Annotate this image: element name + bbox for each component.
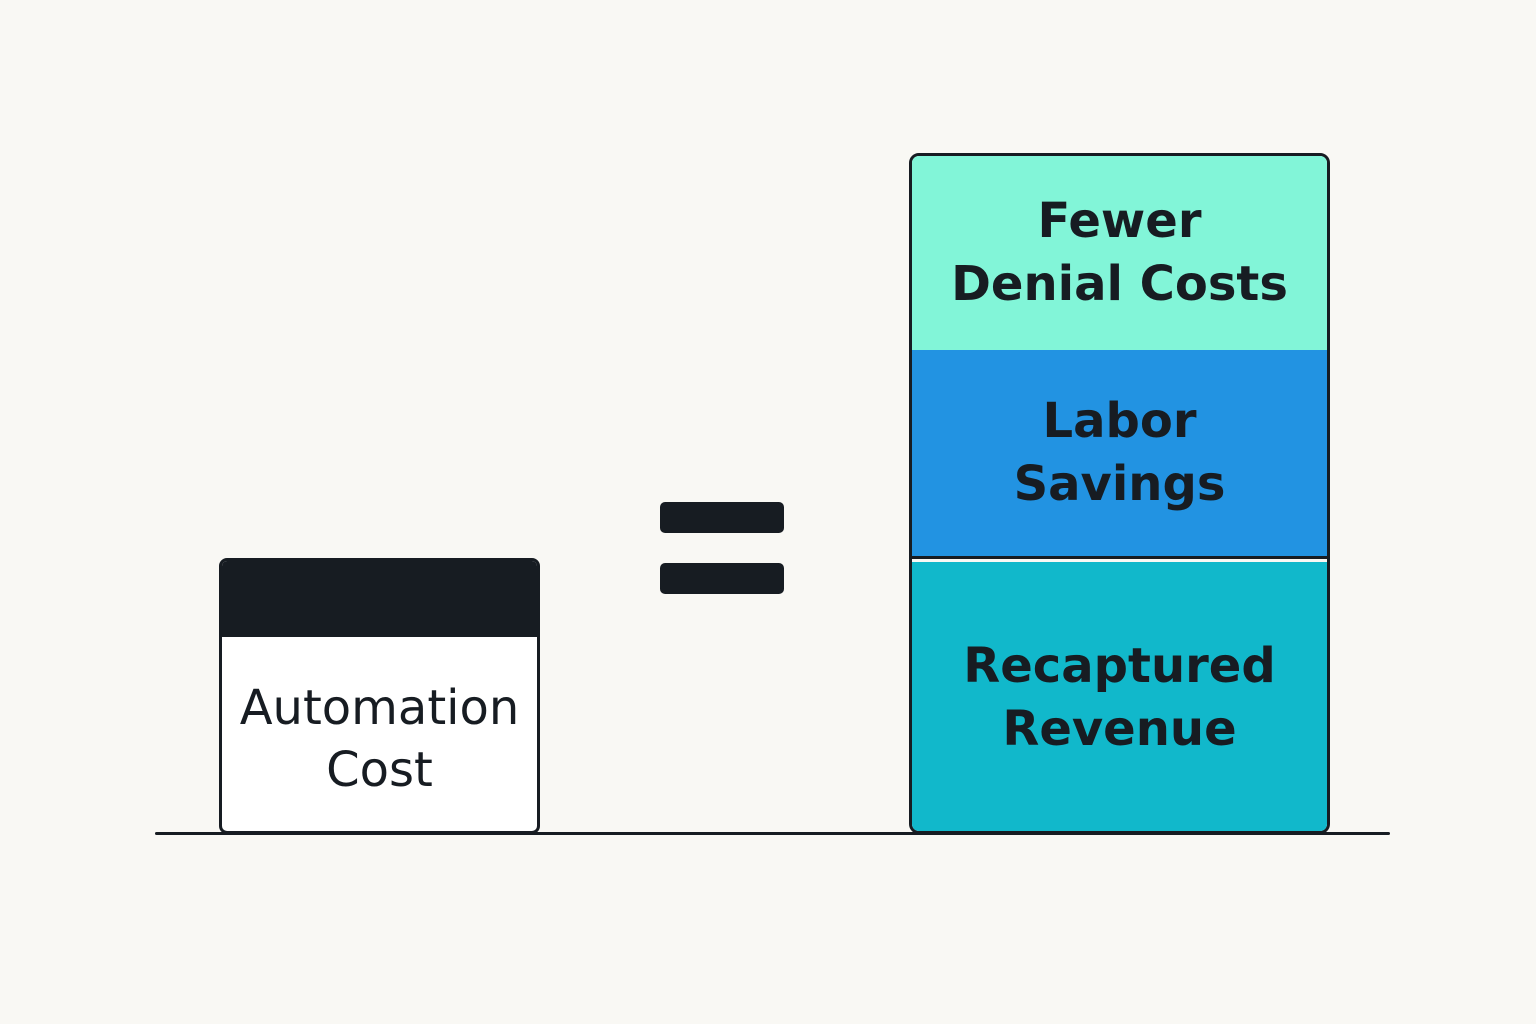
equals-sign-icon <box>660 502 784 595</box>
recaptured-revenue-label: Recaptured Revenue <box>963 638 1276 757</box>
fewer-denial-costs-label: Fewer Denial Costs <box>951 193 1288 312</box>
automation-cost-label: Automation Cost <box>239 679 520 798</box>
benefits-stack: Fewer Denial Costs Labor Savings Recaptu… <box>909 153 1330 834</box>
labor-savings-label: Labor Savings <box>1013 393 1226 512</box>
automation-cost-block: Automation Cost <box>219 558 540 834</box>
equals-bar-bottom <box>660 563 784 594</box>
equals-bar-top <box>660 502 784 533</box>
recaptured-revenue-segment: Recaptured Revenue <box>912 562 1327 831</box>
fewer-denial-costs-segment: Fewer Denial Costs <box>912 156 1327 350</box>
labor-savings-segment: Labor Savings <box>912 350 1327 559</box>
baseline <box>155 832 1390 835</box>
automation-cost-header-bar <box>222 561 537 637</box>
